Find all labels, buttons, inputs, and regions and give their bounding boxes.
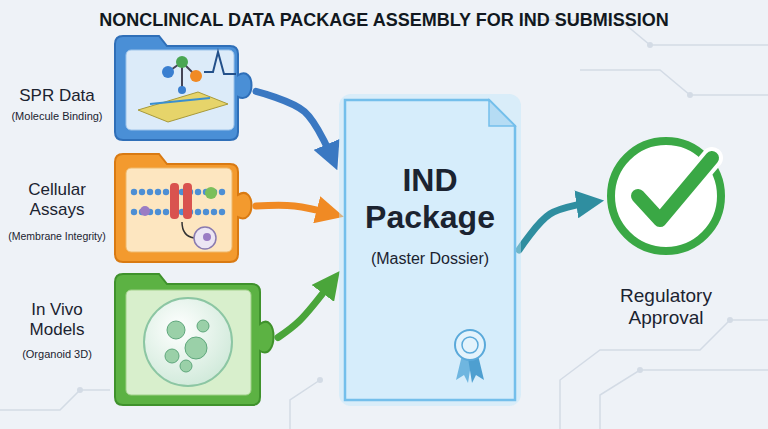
folder-shape bbox=[115, 154, 252, 262]
node-subtitle: (Membrane Integrity) bbox=[2, 230, 112, 242]
data-folder: Cellular Assays(Membrane Integrity) bbox=[115, 150, 252, 262]
circuit-lines bbox=[290, 380, 320, 429]
text-slot: (Molecule Binding) bbox=[2, 110, 112, 123]
text-slot: (Membrane Integrity) bbox=[2, 230, 112, 242]
flow-arrow bbox=[519, 202, 593, 250]
node-outline bbox=[605, 135, 727, 257]
flow-arrow bbox=[278, 280, 333, 338]
node-subtitle: (Molecule Binding) bbox=[2, 110, 112, 123]
flow-arrow bbox=[256, 205, 333, 214]
node-subtitle: (Organoid 3D) bbox=[2, 348, 112, 361]
circuit-dots bbox=[647, 42, 653, 48]
diagram-title: NONCLINICAL DATA PACKAGE ASSEMBLY FOR IN… bbox=[0, 10, 768, 31]
node-heading: Cellular Assays bbox=[2, 180, 112, 219]
node-outline bbox=[115, 150, 252, 262]
circuit-dots bbox=[317, 377, 323, 383]
node-subtitle: (Master Dossier) bbox=[353, 250, 507, 268]
flow-arrow bbox=[256, 91, 333, 160]
text-slot: In Vivo Models bbox=[2, 300, 112, 339]
text-slot: IND Package bbox=[353, 162, 507, 236]
text-slot: SPR Data bbox=[2, 86, 112, 106]
text-slot: Cellular Assays bbox=[2, 180, 112, 219]
glow bbox=[339, 94, 521, 406]
circuit-dots bbox=[637, 367, 643, 373]
folder-shape bbox=[115, 36, 252, 140]
circuit-dots bbox=[77, 387, 83, 393]
data-folder: In Vivo Models(Organoid 3D) bbox=[115, 270, 274, 405]
text-slot: (Master Dossier) bbox=[353, 250, 507, 268]
circuit-lines bbox=[580, 70, 768, 95]
node-heading: Regulatory Approval bbox=[593, 285, 739, 329]
data-folder: SPR Data(Molecule Binding) bbox=[115, 32, 252, 140]
circuit-lines bbox=[600, 370, 768, 429]
circuit-lines bbox=[560, 320, 768, 429]
circuit-dots bbox=[687, 92, 693, 98]
node-outline bbox=[115, 270, 274, 405]
circuit-lines bbox=[0, 390, 110, 410]
text-slot: (Organoid 3D) bbox=[2, 348, 112, 361]
check-ring bbox=[611, 141, 721, 251]
dossier-document: IND Package (Master Dossier) bbox=[345, 100, 515, 400]
node-heading: IND Package bbox=[353, 162, 507, 236]
text-slot: Regulatory Approval bbox=[593, 285, 739, 329]
node-outline bbox=[115, 32, 252, 140]
folder-shape bbox=[115, 274, 274, 405]
folded-corner bbox=[489, 100, 515, 126]
circuit-lines bbox=[0, 20, 768, 429]
node-heading: In Vivo Models bbox=[2, 300, 112, 339]
circuit-dots bbox=[727, 317, 733, 323]
document-shape bbox=[345, 100, 515, 400]
approval-circle: Regulatory Approval bbox=[605, 135, 727, 257]
node-heading: SPR Data bbox=[2, 86, 112, 106]
